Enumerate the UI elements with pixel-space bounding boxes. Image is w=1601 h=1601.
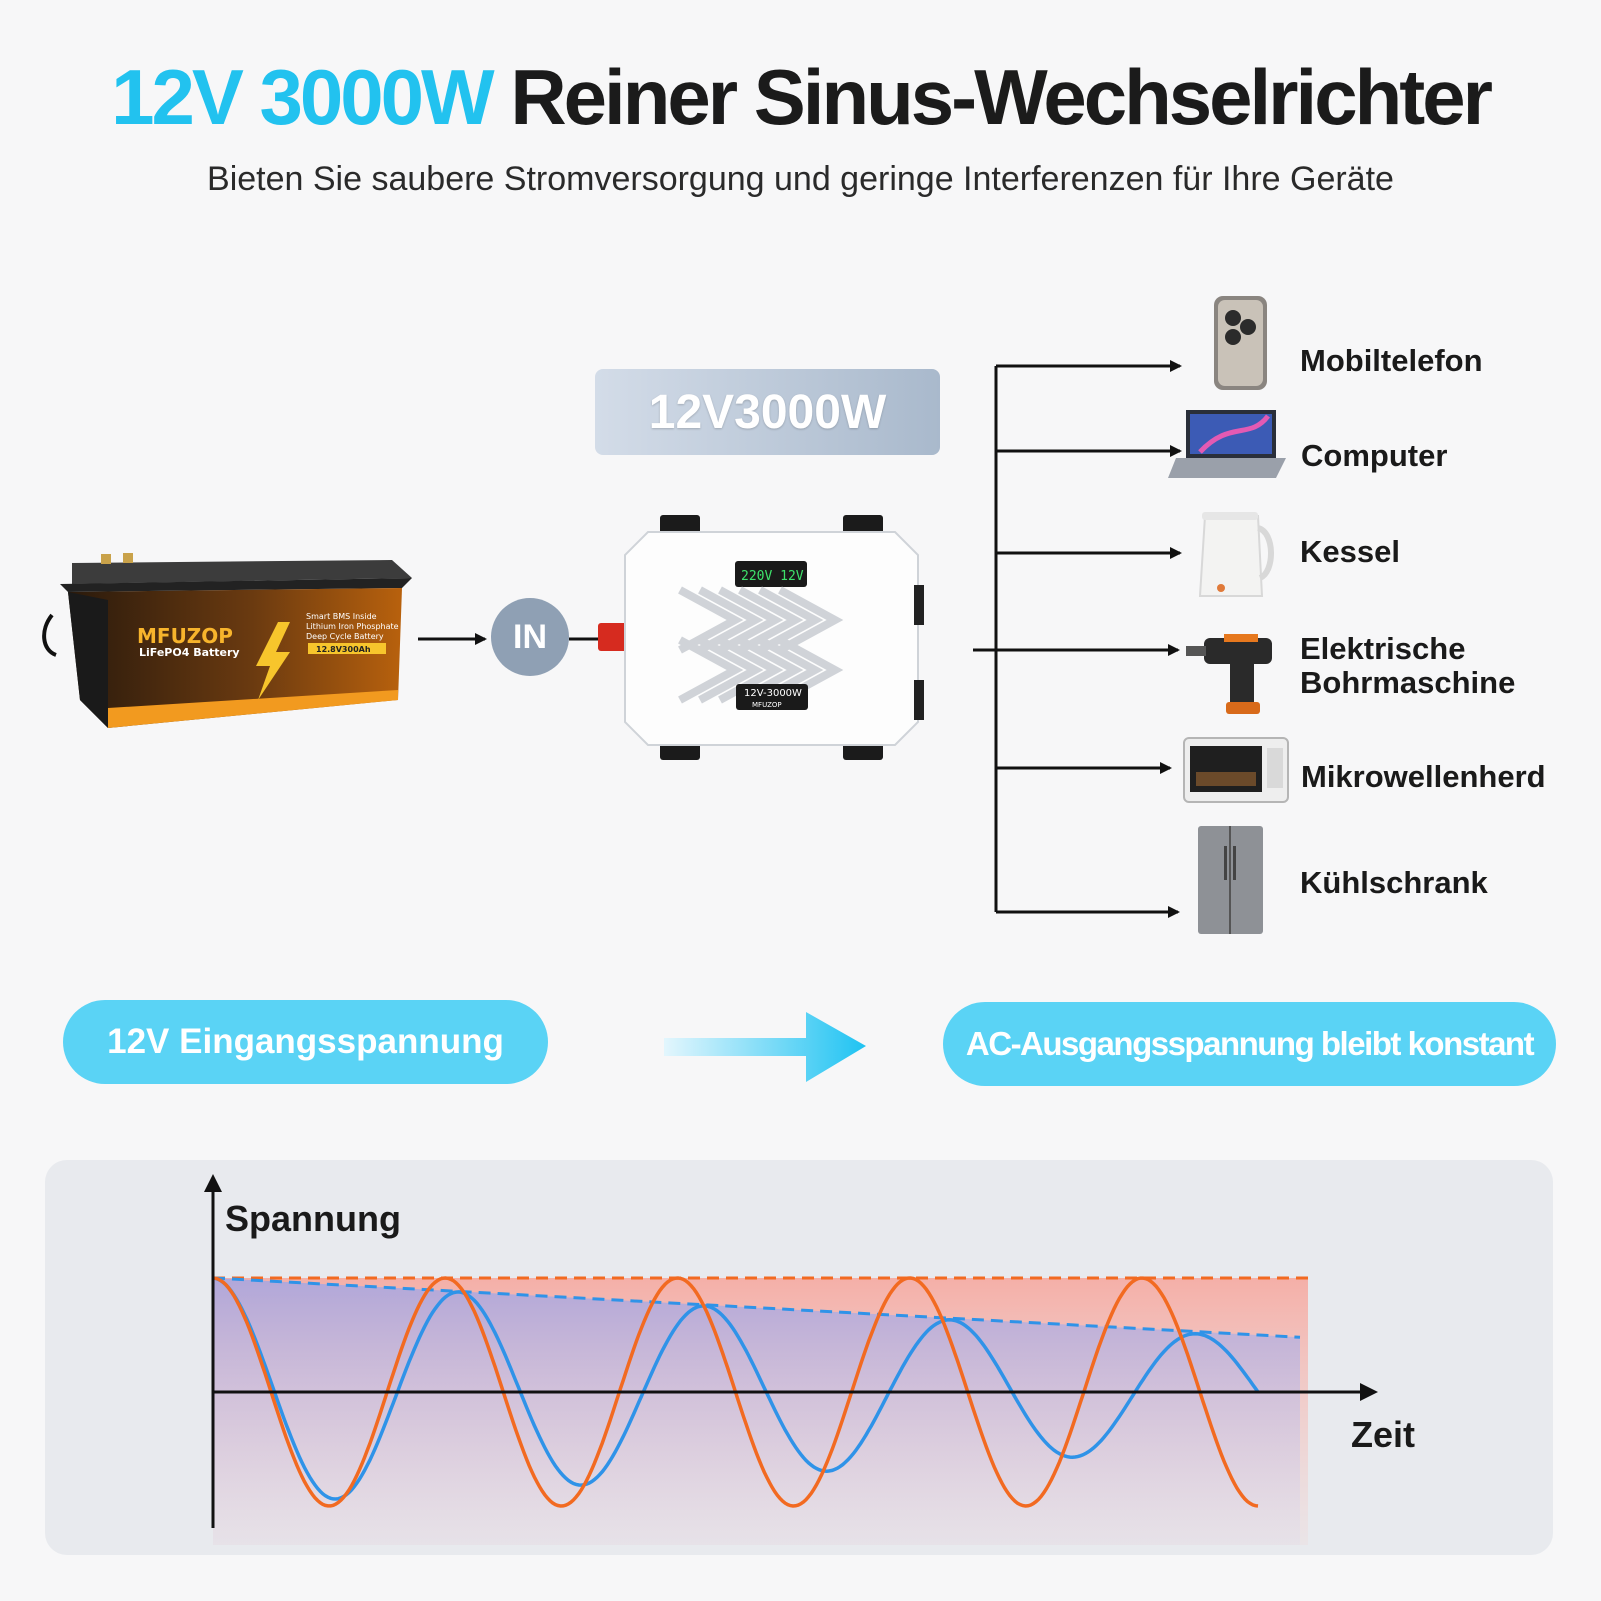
title-rest: Reiner Sinus-Wechselrichter [510, 53, 1493, 141]
battery-spec-3: Deep Cycle Battery [306, 632, 384, 641]
device-label-mikrowellenherd: Mikrowellenherd [1301, 760, 1546, 794]
battery-spec-1: Smart BMS Inside [306, 612, 377, 621]
decaying-sine-series [212, 1276, 1260, 1501]
title-highlight: 12V 3000W [111, 53, 495, 141]
device-label-computer: Computer [1301, 439, 1447, 473]
device-label-kessel: Kessel [1300, 535, 1400, 569]
page-title: 12V 3000W Reiner Sinus-Wechselrichter [0, 58, 1601, 136]
battery-image: MFUZOP LiFePO4 Battery Smart BMS Inside … [42, 553, 412, 728]
device-label-mobiltelefon: Mobiltelefon [1300, 344, 1483, 378]
device-label-line: Computer [1301, 438, 1448, 473]
device-label-line: Kühlschrank [1300, 865, 1488, 900]
battery-type: LiFePO4 Battery [139, 646, 240, 659]
device-label-kuehlschrank: Kühlschrank [1300, 866, 1488, 900]
bolt-icon [256, 622, 290, 700]
input-node: IN [491, 598, 569, 676]
battery-rating: 12.8V300Ah [316, 645, 371, 654]
x-axis-label: Zeit [1351, 1414, 1416, 1455]
device-label-line: Kessel [1300, 534, 1400, 569]
y-axis-label: Spannung [225, 1198, 401, 1239]
battery-spec-2: Lithium Iron Phosphate [306, 622, 399, 631]
decaying-envelope-line [212, 1276, 1301, 1339]
laptop-icon [1168, 410, 1286, 478]
device-label-line: Mikrowellenherd [1301, 759, 1546, 794]
fridge-icon [1198, 826, 1263, 934]
inverter-label-model: 12V-3000W [744, 688, 802, 699]
smartphone-icon [1214, 296, 1267, 390]
wiring-diagram: MFUZOP LiFePO4 Battery Smart BMS Inside … [42, 296, 1289, 934]
inverter-label-brand: MFUZOP [752, 701, 782, 709]
microwave-icon [1183, 737, 1289, 803]
device-label-line: Elektrische [1300, 631, 1466, 666]
device-label-line: Bohrmaschine [1300, 665, 1516, 700]
flow-arrow [664, 1012, 866, 1082]
voltage-chart [204, 1174, 1378, 1545]
input-voltage-pill: 12V Eingangsspannung [63, 1000, 548, 1084]
inverter-display: 220V 12V [741, 569, 804, 584]
output-voltage-pill: AC-Ausgangsspannung bleibt konstant [943, 1002, 1556, 1086]
battery-brand: MFUZOP [137, 624, 233, 648]
page-subtitle: Bieten Sie saubere Stromversorgung und g… [207, 160, 1394, 198]
drill-icon [1186, 634, 1272, 714]
decaying-envelope-fill [213, 1278, 1300, 1545]
model-badge: 12V3000W [595, 369, 940, 455]
kettle-icon [1198, 512, 1274, 597]
inverter-image: 220V 12V 12V-3000W MFUZOP [624, 515, 924, 760]
connector-terminal [598, 623, 630, 651]
device-label-line: Mobiltelefon [1300, 343, 1483, 378]
